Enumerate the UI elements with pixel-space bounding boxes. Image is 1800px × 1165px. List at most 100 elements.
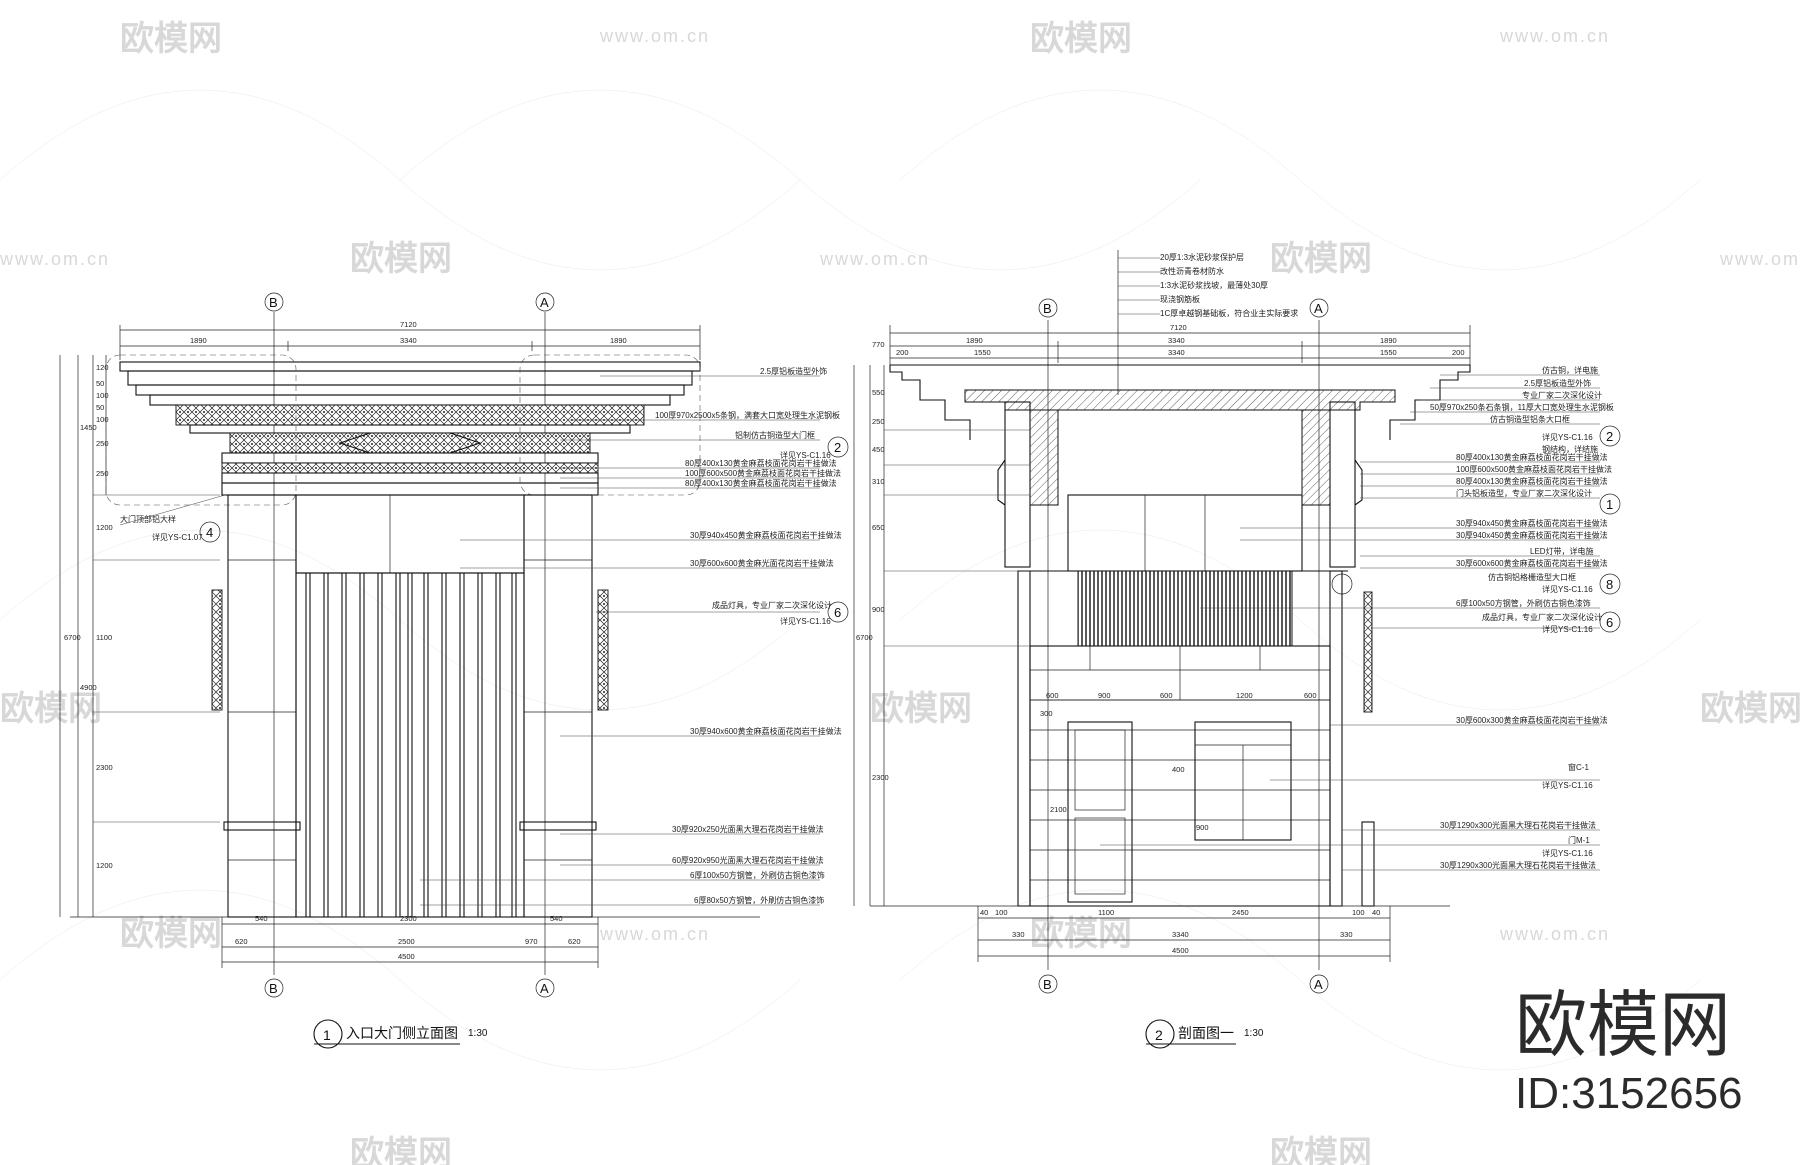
- note: 100厚600x500黄金麻荔枝面花岗岩干挂做法: [1456, 464, 1612, 474]
- callout-bubble: [199, 521, 221, 543]
- title-number: 2: [1155, 1027, 1163, 1043]
- watermark-url: www.om.cn: [1719, 249, 1800, 269]
- roof-notes: 20厚1:3水泥砂浆保护层 改性沥青卷材防水 1:3水泥砂浆找坡，最薄处30厚 …: [1117, 250, 1298, 395]
- axis-bubble-b: [1038, 298, 1058, 318]
- dim-f: 770: [872, 340, 885, 349]
- dim-l-4: 50: [96, 403, 104, 412]
- dim-b-6: 970: [525, 937, 538, 946]
- callout-number: 6: [834, 605, 841, 620]
- axis-label-b-bottom: B: [269, 981, 278, 996]
- dim-l-10: 4900: [80, 683, 97, 692]
- note: 30厚1290x300光面黑大理石花岗岩干挂做法: [1440, 860, 1596, 870]
- callout-number: 1: [1606, 497, 1613, 512]
- top-dimensions: 7120 1890 3340 1890: [119, 320, 701, 360]
- roof-note: 1C厚卓越钢基础板，符合业主实际要求: [1160, 308, 1298, 318]
- callout-number: 4: [206, 525, 213, 540]
- dim-center: 3340: [1168, 336, 1185, 345]
- dim-right: 1890: [610, 336, 627, 345]
- note: LED灯带，详电施: [1530, 546, 1594, 556]
- note: 详见YS-C1.16: [1542, 848, 1593, 858]
- watermark-logo: 欧模网: [350, 1135, 452, 1165]
- wall-lamp-right: [597, 589, 609, 711]
- note: 30厚920x250光面黑大理石花岗岩干挂做法: [672, 824, 824, 834]
- dim-l-7: 2300: [872, 773, 889, 782]
- watermark-logo: 欧模网: [1030, 915, 1132, 953]
- dim-l-3: 450: [872, 445, 885, 454]
- gate-header-panel: [295, 494, 525, 574]
- dim-b-3: 540: [550, 914, 563, 923]
- pier-left: [227, 494, 297, 918]
- dim-d: 1550: [1380, 348, 1397, 357]
- dim-c: 3340: [1168, 348, 1185, 357]
- dim-l-1: 550: [872, 388, 885, 397]
- dim-i-2: 900: [1098, 691, 1111, 700]
- dim-i-7: 400: [1172, 765, 1185, 774]
- dim-i-3: 600: [1160, 691, 1173, 700]
- drawing-scale: 1:30: [468, 1028, 488, 1039]
- note: 100厚970x2500x5条钢，满套大口宽处理生水泥钢板: [655, 410, 840, 420]
- dim-l-8: 6700: [856, 633, 873, 642]
- dim-l-13: 1200: [96, 861, 113, 870]
- dim-b-7: 330: [1012, 930, 1025, 939]
- dim-b-9: 330: [1340, 930, 1353, 939]
- watermark-url: www.om.cn: [1499, 26, 1610, 46]
- callout-bubble: [1599, 611, 1621, 633]
- watermark-url: www.om.cn: [599, 26, 710, 46]
- bottom-dimensions: 540 2300 540 2500 620 970 620 4500: [221, 914, 599, 968]
- note: 50厚970x250条石条钢，11厚大口宽处理生水泥钢板: [1430, 402, 1614, 412]
- wall-lamp: [1363, 591, 1373, 713]
- inner-dimensions-2: 600 900 600 1200 600 300 400 2100 900: [1030, 691, 1330, 832]
- dim-l-2: 250: [872, 417, 885, 426]
- drawing-title: 入口大门侧立面图: [346, 1025, 458, 1041]
- dim-b-2: 2300: [400, 914, 417, 923]
- dim-b-7: 620: [568, 937, 581, 946]
- dim-l-11: 1100: [96, 633, 112, 642]
- note: 详见YS-C1.16: [1542, 584, 1593, 594]
- gate-grille: [295, 572, 525, 918]
- door-m1: [1067, 721, 1133, 903]
- watermark-logo: 欧模网: [1270, 1135, 1372, 1165]
- dim-left: 1890: [966, 336, 983, 345]
- callout-bubble: [1599, 493, 1621, 515]
- watermark-logo: 欧模网: [1700, 690, 1800, 728]
- drawing-1-elevation: B A B A 7120 1890 3340 1890: [59, 292, 849, 1049]
- detail-boundary: [519, 354, 701, 496]
- note: 80厚400x130黄金麻荔枝面花岗岩干挂做法: [1456, 476, 1608, 486]
- drawing-1-title: 1 入口大门侧立面图 1:30: [313, 1019, 488, 1049]
- dim-l-5: 100: [96, 415, 109, 424]
- axis-label-b-bottom: B: [1043, 977, 1052, 992]
- note: 仿古铜铝格栅造型大口框: [1488, 572, 1576, 582]
- roof-section: [889, 364, 1471, 568]
- callout-number: 2: [1606, 429, 1613, 444]
- roof-note: 1:3水泥砂浆找坡，最薄处30厚: [1160, 280, 1268, 290]
- dentil-band: [175, 404, 645, 426]
- callout-ref: 详见YS-C1.16: [780, 450, 831, 460]
- dim-l-9: 1200: [96, 523, 113, 532]
- axis-bubble-b-bottom: [264, 978, 284, 998]
- axis-bubble-a-bottom: [1309, 974, 1329, 994]
- beam-left: [1029, 409, 1059, 506]
- dim-b-3: 1100: [1098, 908, 1114, 917]
- watermark-url: www.om.cn: [1499, 924, 1610, 944]
- grille-band: [1077, 570, 1293, 647]
- axis-label-a-bottom: A: [540, 981, 549, 996]
- watermark-logo: 欧模网: [1270, 240, 1372, 278]
- note: 专业厂家二次深化设计: [1522, 390, 1602, 400]
- watermark-logo: 欧模网: [350, 240, 452, 278]
- watermark-layer: 欧模网 欧模网 www.om.cn www.om.cn 欧模网 欧模网 www.…: [0, 20, 1800, 1165]
- watermark-logo: 欧模网: [120, 20, 222, 58]
- dim-left: 1890: [190, 336, 207, 345]
- watermark-url: www.om.cn: [819, 249, 930, 269]
- dim-l-7: 250: [96, 469, 109, 478]
- drawing-title: 剖面图一: [1178, 1025, 1234, 1041]
- note: 80厚400x130黄金麻荔枝面花岗岩干挂做法: [685, 478, 837, 488]
- header-panel: [1067, 494, 1303, 572]
- callout-bubble: [1599, 573, 1621, 595]
- note: 成品灯具，专业厂家二次深化设计: [1482, 612, 1602, 622]
- roof-note: 现浇钢筋板: [1160, 294, 1200, 304]
- axis-bubble-b: [264, 292, 284, 312]
- gate-piers: [211, 494, 609, 918]
- note: 仿古铜造型铝条大口框: [1490, 414, 1570, 424]
- note: 30厚940x450黄金麻荔枝面花岗岩干挂做法: [1456, 530, 1608, 540]
- drawing-2-section: B A B A 20厚1:3水泥砂浆保护层 改性沥青卷材防水 1:3水泥砂浆找坡…: [853, 250, 1621, 1049]
